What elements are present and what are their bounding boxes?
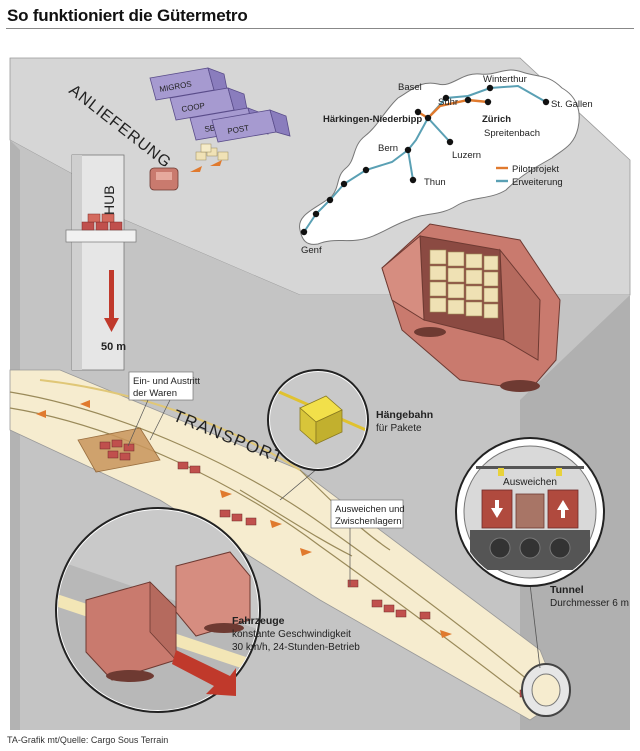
svg-text:konstante Geschwindigkeit: konstante Geschwindigkeit: [232, 629, 351, 640]
page-title: So funktioniert die Gütermetro: [7, 6, 248, 25]
svg-text:Zürich: Zürich: [482, 114, 511, 125]
callout-fahrzeuge: Fahrzeuge konstante Geschwindigkeit 30 k…: [55, 507, 360, 713]
svg-text:Bern: Bern: [378, 143, 398, 154]
svg-text:Hängebahn: Hängebahn: [376, 409, 433, 421]
svg-text:Ausweichen und: Ausweichen und: [335, 504, 405, 515]
ground-left-face: [10, 140, 20, 730]
city-labels: Basel Winterthur Suhr St. Gallen Härking…: [301, 74, 593, 256]
svg-text:Genf: Genf: [301, 245, 322, 256]
svg-text:30 km/h, 24-Stunden-Betrieb: 30 km/h, 24-Stunden-Betrieb: [232, 642, 360, 653]
delivery-trucks: MIGROS COOP SBB POST: [149, 67, 291, 143]
hub-label: HUB: [101, 185, 117, 215]
hub-shaft-side: [72, 155, 82, 370]
callout-ein-austritt: Ein- und Austritt der Waren: [127, 371, 200, 447]
svg-text:Erweiterung: Erweiterung: [512, 177, 563, 188]
large-cargo-vehicle: [381, 223, 561, 392]
vehicle-cargo-boxes: [429, 249, 499, 319]
callout-haengebahn: Hängebahn für Pakete: [267, 369, 433, 501]
svg-text:Fahrzeuge: Fahrzeuge: [232, 615, 285, 627]
svg-text:Winterthur: Winterthur: [483, 74, 527, 85]
depth-arrow-shaft: [109, 270, 114, 320]
hub-platform: [65, 229, 137, 243]
truck-post: POST: [211, 109, 291, 143]
svg-text:Ein- und Austritt: Ein- und Austritt: [133, 376, 200, 387]
arrow-right-icon: [172, 650, 236, 696]
svg-text:Ausweichen: Ausweichen: [503, 477, 557, 488]
svg-text:SBB: SBB: [204, 122, 221, 134]
truck-coop: COOP: [169, 87, 249, 121]
city-nodes: [300, 84, 550, 236]
svg-text:Basel: Basel: [398, 82, 422, 93]
svg-text:POST: POST: [227, 123, 250, 136]
svg-text:Härkingen-Niederbipp: Härkingen-Niederbipp: [323, 114, 422, 125]
svg-text:der Waren: der Waren: [133, 388, 177, 399]
callout-tunnel: Ausweichen Tunnel Durchmesser 6 m: [455, 437, 629, 669]
small-cargo-vehicle: [149, 167, 179, 191]
svg-text:Tunnel: Tunnel: [550, 584, 584, 596]
svg-text:Durchmesser 6 m: Durchmesser 6 m: [550, 598, 629, 609]
svg-text:Zwischenlagern: Zwischenlagern: [335, 516, 402, 527]
loading-zone: [77, 427, 161, 473]
svg-text:Thun: Thun: [424, 177, 446, 188]
svg-text:Suhr: Suhr: [438, 97, 458, 108]
svg-text:COOP: COOP: [181, 101, 206, 114]
title-divider: [6, 28, 634, 29]
switzerland-outline: [299, 69, 580, 245]
pallets: [195, 143, 229, 161]
svg-text:Luzern: Luzern: [452, 150, 481, 161]
hub-cargo: [81, 213, 123, 231]
direction-arrows: [36, 400, 452, 638]
map-legend: Pilotprojekt Erweiterung: [496, 164, 563, 188]
delivery-flow-arrows: [190, 160, 222, 172]
svg-text:für Pakete: für Pakete: [376, 423, 422, 434]
depth-arrow-head: [104, 318, 119, 332]
depth-label: 50 m: [101, 341, 126, 353]
svg-text:St. Gallen: St. Gallen: [551, 99, 593, 110]
svg-text:Spreitenbach: Spreitenbach: [484, 128, 540, 139]
source-credit: TA-Grafik mt/Quelle: Cargo Sous Terrain: [7, 735, 169, 745]
callout-ausweichen: Ausweichen und Zwischenlagern: [330, 499, 405, 586]
svg-text:Pilotprojekt: Pilotprojekt: [512, 164, 559, 175]
